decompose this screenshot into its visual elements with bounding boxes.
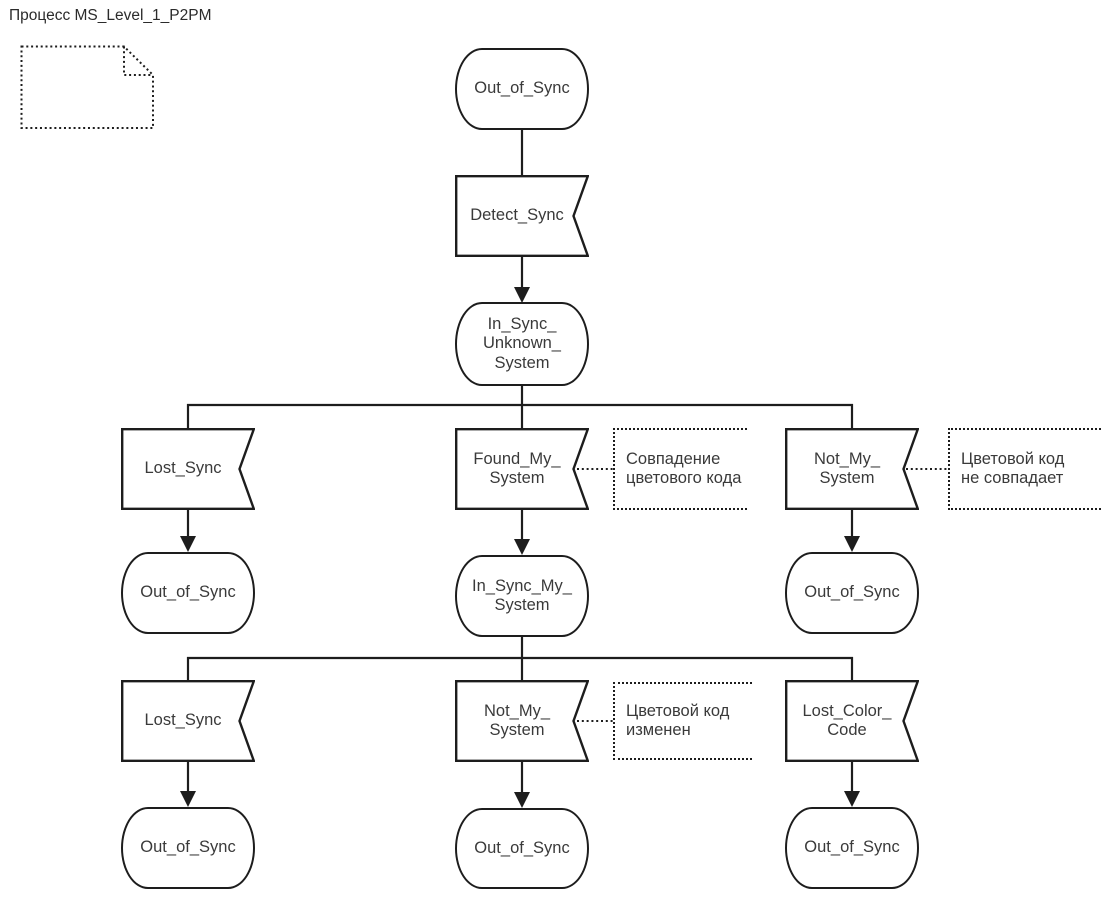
state-in-sync-my-system: In_Sync_My_ System [455,555,589,637]
arrowhead-in-sync-my [514,539,530,555]
state-out-of-sync-left1: Out_of_Sync [121,552,255,634]
state-out-of-sync-right2: Out_of_Sync [785,807,919,889]
state-label: In_Sync_My_ System [472,576,572,614]
comment-text: Совпадение цветового кода [626,449,742,487]
signal-label: Lost_Sync [144,459,222,478]
state-label: In_Sync_ Unknown_ System [483,315,561,372]
text-symbol-icon [20,45,154,129]
signal-label: Detect_Sync [470,206,564,225]
arrowhead-out-of-sync-c2 [514,792,530,808]
signal-label: Found_My_ System [473,449,561,487]
signal-not-my-system-2: Not_My_ System [455,680,589,762]
signal-lost-color-code: Lost_Color_ Code [785,680,919,762]
arrowhead-out-of-sync-l1 [180,536,196,552]
signal-input-shape-icon [455,175,589,257]
comment-color-code-changed: Цветовой код изменен [613,682,752,760]
signal-input-shape-icon [121,428,255,510]
state-label: Out_of_Sync [804,838,900,857]
state-out-of-sync-center2: Out_of_Sync [455,808,589,889]
state-label: Out_of_Sync [474,79,570,98]
comment-text: Цветовой код не совпадает [961,449,1065,487]
state-label: Out_of_Sync [140,838,236,857]
signal-input-shape-icon [455,428,589,510]
signal-label: Not_My_ System [483,701,551,739]
page-title: Процесс MS_Level_1_P2PM [9,7,212,24]
signal-lost-sync-1: Lost_Sync [121,428,255,510]
comment-color-code-match: Совпадение цветового кода [613,428,747,510]
signal-detect-sync: Detect_Sync [455,175,589,257]
signal-input-shape-icon [785,680,919,762]
signal-found-my-system: Found_My_ System [455,428,589,510]
state-label: Out_of_Sync [804,583,900,602]
arrowhead-in-sync-unknown [514,287,530,303]
arrowhead-out-of-sync-r1 [844,536,860,552]
signal-input-shape-icon [455,680,589,762]
comment-text: Цветовой код изменен [626,701,730,739]
arrowhead-out-of-sync-r2 [844,791,860,807]
text-symbol-outline [20,45,154,129]
state-label: Out_of_Sync [140,583,236,602]
state-label: Out_of_Sync [474,838,570,857]
arrowhead-out-of-sync-l2 [180,791,196,807]
signal-label: Lost_Sync [144,711,222,730]
signal-input-shape-icon [785,428,919,510]
comment-color-code-no-match: Цветовой код не совпадает [948,428,1102,510]
state-out-of-sync-right1: Out_of_Sync [785,552,919,634]
signal-label: Lost_Color_ Code [802,701,892,739]
signal-not-my-system-1: Not_My_ System [785,428,919,510]
signal-input-shape-icon [121,680,255,762]
state-in-sync-unknown-system: In_Sync_ Unknown_ System [455,302,589,386]
signal-label: Not_My_ System [813,449,881,487]
state-out-of-sync-top: Out_of_Sync [455,48,589,130]
state-out-of-sync-left2: Out_of_Sync [121,807,255,889]
signal-lost-sync-2: Lost_Sync [121,680,255,762]
